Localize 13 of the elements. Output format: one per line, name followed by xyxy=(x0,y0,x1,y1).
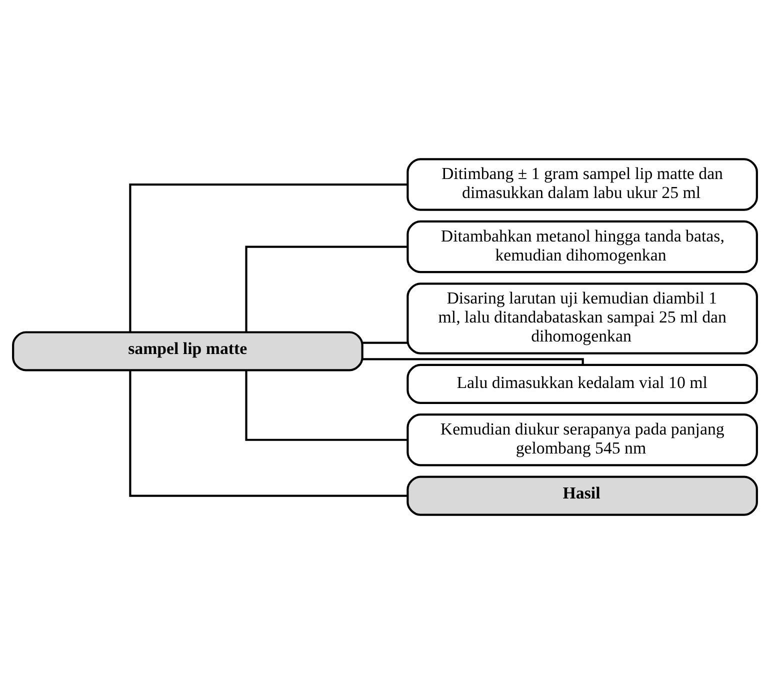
node-box: Ditambahkan metanol hingga tanda batas, kemudian dihomogenkan xyxy=(406,220,758,273)
connector xyxy=(129,370,408,496)
connector xyxy=(245,245,408,332)
node-box: Hasil xyxy=(406,475,758,516)
connector xyxy=(362,358,584,364)
node-box: Ditimbang ± 1 gram sampel lip matte dan dimasukkan dalam labu ukur 25 ml xyxy=(406,158,758,210)
node-box: Lalu dimasukkan kedalam vial 10 ml xyxy=(406,363,758,404)
connector xyxy=(129,182,408,332)
connector xyxy=(245,370,408,440)
connector xyxy=(362,341,408,344)
node-box: sampel lip matte xyxy=(12,330,364,371)
node-box: Disaring larutan uji kemudian diambil 1 ml, lalu ditandabataskan sampai 25 ml dan dihomogenkan xyxy=(406,282,758,354)
node-box: Kemudian diukur serapanya pada panjang gelombang 545 nm xyxy=(406,413,758,466)
